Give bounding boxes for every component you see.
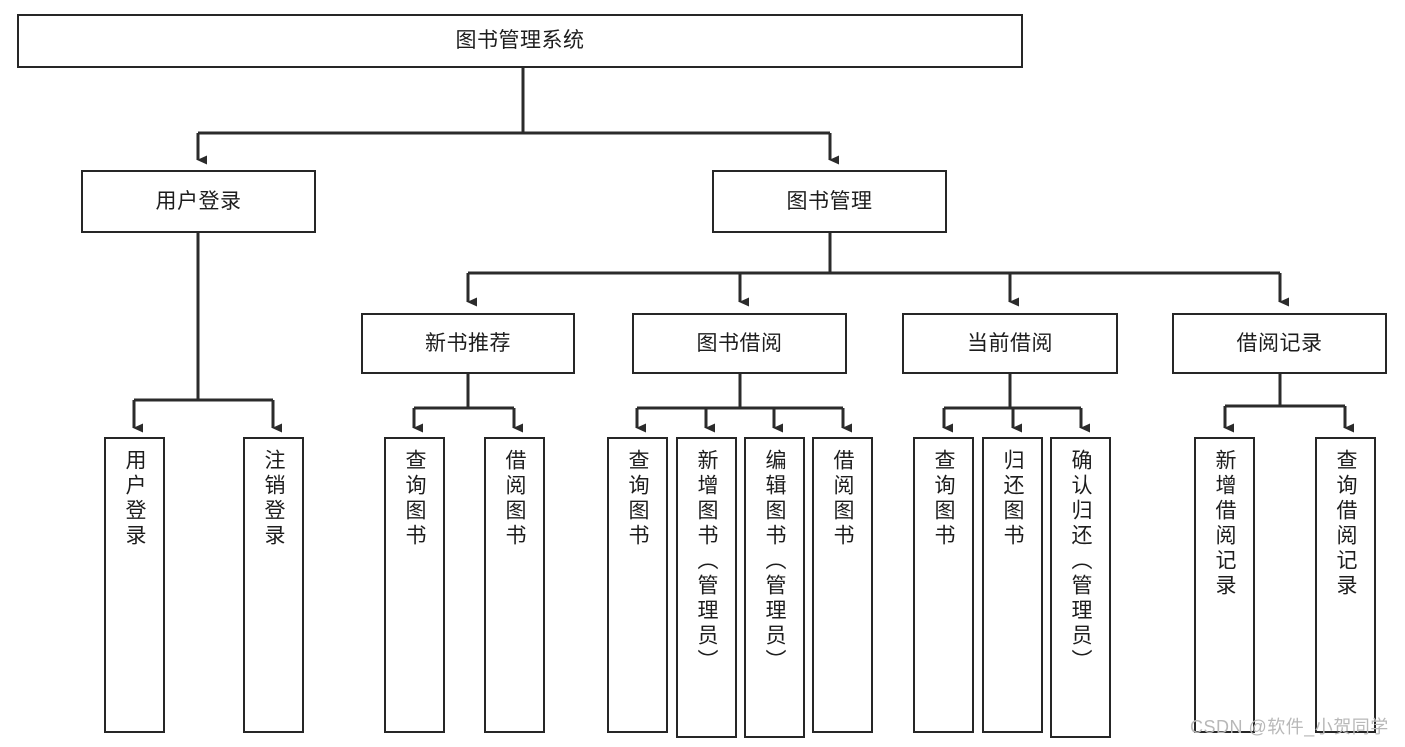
leaf-user-login-logout[interactable]: 注销登录 — [243, 437, 304, 733]
node-label: 新增借阅记录 — [1213, 449, 1236, 599]
node-label: 查询借阅记录 — [1334, 449, 1357, 599]
node-label: 查询图书 — [403, 449, 426, 549]
csdn-watermark: CSDN @软件_小贺同学 — [1190, 717, 1389, 737]
node-label: 借阅图书 — [831, 449, 854, 549]
leaf-user-login-login[interactable]: 用户登录 — [104, 437, 165, 733]
node-label: 确认归还（管理员） — [1069, 449, 1092, 674]
node-label: 借阅记录 — [1236, 331, 1323, 355]
leaf-current-borrow-return-book[interactable]: 归还图书 — [982, 437, 1043, 733]
node-label: 查询图书 — [626, 449, 649, 549]
leaf-new-book-borrow-book[interactable]: 借阅图书 — [484, 437, 545, 733]
leaf-current-borrow-query-book[interactable]: 查询图书 — [913, 437, 974, 733]
leaf-borrow-record-query-record[interactable]: 查询借阅记录 — [1315, 437, 1376, 733]
node-label: 注销登录 — [262, 449, 285, 549]
node-current-borrow[interactable]: 当前借阅 — [902, 313, 1118, 374]
leaf-book-borrow-query-book[interactable]: 查询图书 — [607, 437, 668, 733]
leaf-book-borrow-borrow-book[interactable]: 借阅图书 — [812, 437, 873, 733]
leaf-book-borrow-edit-book-admin[interactable]: 编辑图书（管理员） — [744, 437, 805, 738]
node-label: 用户登录 — [155, 189, 242, 213]
node-label: 编辑图书（管理员） — [763, 449, 786, 674]
node-user-login[interactable]: 用户登录 — [81, 170, 316, 233]
node-label: 用户登录 — [123, 449, 146, 549]
node-book-management[interactable]: 图书管理 — [712, 170, 947, 233]
node-label: 当前借阅 — [967, 331, 1053, 355]
node-label: 图书管理 — [786, 189, 873, 213]
node-root-library-management-system[interactable]: 图书管理系统 — [17, 14, 1023, 68]
leaf-book-borrow-add-book-admin[interactable]: 新增图书（管理员） — [676, 437, 737, 738]
leaf-new-book-query-book[interactable]: 查询图书 — [384, 437, 445, 733]
node-label: 新书推荐 — [425, 331, 511, 355]
node-label: 归还图书 — [1001, 449, 1024, 549]
node-label: 图书管理系统 — [455, 29, 585, 53]
node-label: 图书借阅 — [696, 331, 783, 355]
leaf-current-borrow-confirm-return-admin[interactable]: 确认归还（管理员） — [1050, 437, 1111, 738]
node-book-borrow[interactable]: 图书借阅 — [632, 313, 847, 374]
node-label: 借阅图书 — [503, 449, 526, 549]
node-new-book-recommend[interactable]: 新书推荐 — [361, 313, 575, 374]
leaf-borrow-record-add-record[interactable]: 新增借阅记录 — [1194, 437, 1255, 733]
node-label: 查询图书 — [932, 449, 955, 549]
node-label: 新增图书（管理员） — [695, 449, 718, 674]
node-borrow-record[interactable]: 借阅记录 — [1172, 313, 1387, 374]
